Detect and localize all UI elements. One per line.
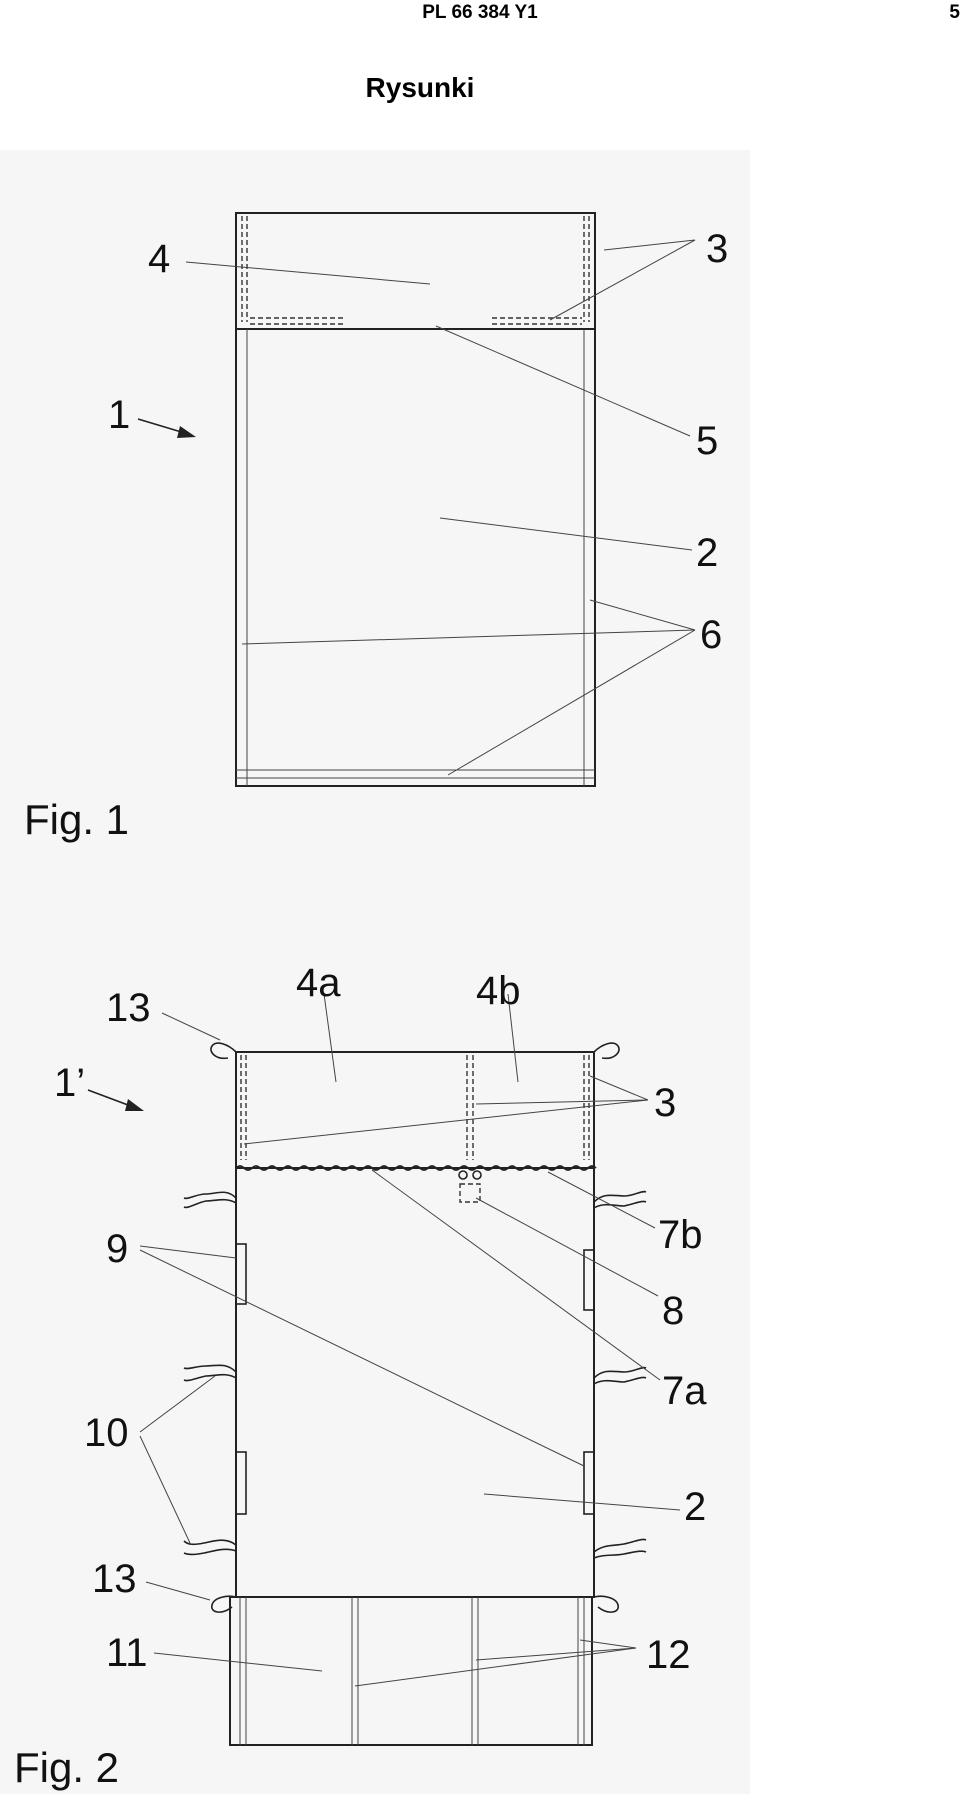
corner-loop: [593, 1042, 620, 1060]
tie-strap: [183, 1364, 237, 1382]
label-3: 3: [706, 227, 728, 271]
page-number: 5: [949, 2, 960, 23]
handle: [235, 1451, 247, 1515]
leader-8: [475, 1197, 659, 1297]
figure-1-caption: Fig. 1: [24, 796, 129, 843]
zipper-pull: [458, 1170, 468, 1180]
arrow-1-head: [177, 426, 196, 438]
label-4: 4: [148, 237, 170, 281]
leader-2: [483, 1493, 681, 1511]
leader-12: [579, 1639, 637, 1649]
tie-strap: [593, 1190, 647, 1209]
label-6: 6: [700, 613, 722, 657]
leader-6: [589, 599, 696, 631]
leader-2: [439, 517, 693, 551]
zipper-slider: [459, 1183, 481, 1203]
label-13: 13: [92, 1557, 137, 1601]
leader-3: [589, 1075, 649, 1101]
leader-13: [145, 1581, 211, 1601]
zipper-pull: [472, 1170, 482, 1180]
leader-12: [354, 1647, 637, 1687]
leader-9: [139, 1249, 585, 1467]
label-5: 5: [696, 419, 718, 463]
tie-strap: [593, 1538, 647, 1559]
leader-13: [161, 1012, 221, 1041]
drawings-heading: Rysunki: [365, 72, 475, 103]
corner-loop: [210, 1042, 237, 1060]
leader-6: [447, 629, 696, 776]
label-2: 2: [696, 531, 718, 575]
figure-1: 4 3 1 5 2 6 Fig. 1: [24, 212, 728, 843]
label-2: 2: [684, 1485, 706, 1529]
label-4a: 4a: [296, 961, 341, 1005]
label-13: 13: [106, 986, 151, 1030]
leader-12: [475, 1647, 637, 1661]
label-7a: 7a: [662, 1369, 707, 1413]
label-8: 8: [662, 1289, 684, 1333]
label-12: 12: [646, 1633, 691, 1677]
label-1: 1: [108, 393, 130, 437]
tie-strap: [593, 1366, 647, 1385]
leader-7b: [547, 1171, 656, 1229]
label-7b: 7b: [658, 1213, 703, 1257]
leader-3: [475, 1099, 649, 1105]
leader-7a: [371, 1169, 661, 1381]
leader-4a: [323, 993, 337, 1083]
label-1-prime: 1’: [54, 1061, 85, 1105]
scanned-drawing-background: [0, 150, 750, 1794]
arrow-1-prime-head: [125, 1099, 144, 1111]
leader-4b: [507, 993, 519, 1083]
label-4b: 4b: [476, 969, 521, 1013]
handle: [583, 1451, 595, 1515]
handle: [235, 1243, 247, 1305]
corner-loop: [593, 1595, 619, 1613]
leader-4: [185, 261, 431, 285]
leader-6: [241, 629, 696, 645]
leader-3: [603, 239, 696, 251]
label-11: 11: [106, 1631, 148, 1675]
label-10: 10: [84, 1411, 129, 1455]
bag-outline: [235, 212, 596, 787]
leader-10: [139, 1435, 191, 1544]
leader-11: [153, 1652, 323, 1672]
label-3: 3: [654, 1081, 676, 1125]
top-section: [235, 1051, 595, 1169]
leader-5: [435, 325, 691, 437]
corner-loop: [211, 1595, 237, 1613]
tie-strap: [183, 1539, 237, 1556]
leader-10: [139, 1375, 216, 1433]
leader-9: [139, 1245, 237, 1259]
tie-strap: [183, 1191, 237, 1209]
bottom-section: [229, 1596, 593, 1746]
patent-number: PL 66 384 Y1: [422, 2, 538, 23]
leader-3: [549, 239, 696, 321]
zipper: [235, 1165, 597, 1171]
label-9: 9: [106, 1227, 128, 1271]
figure-2-caption: Fig. 2: [14, 1744, 119, 1791]
figure-2: 13 4a 4b 1’ 3 7b 9 8 7a 10 2 13 11 12 Fi…: [14, 961, 707, 1791]
leader-3: [243, 1099, 649, 1145]
handle: [583, 1249, 595, 1311]
